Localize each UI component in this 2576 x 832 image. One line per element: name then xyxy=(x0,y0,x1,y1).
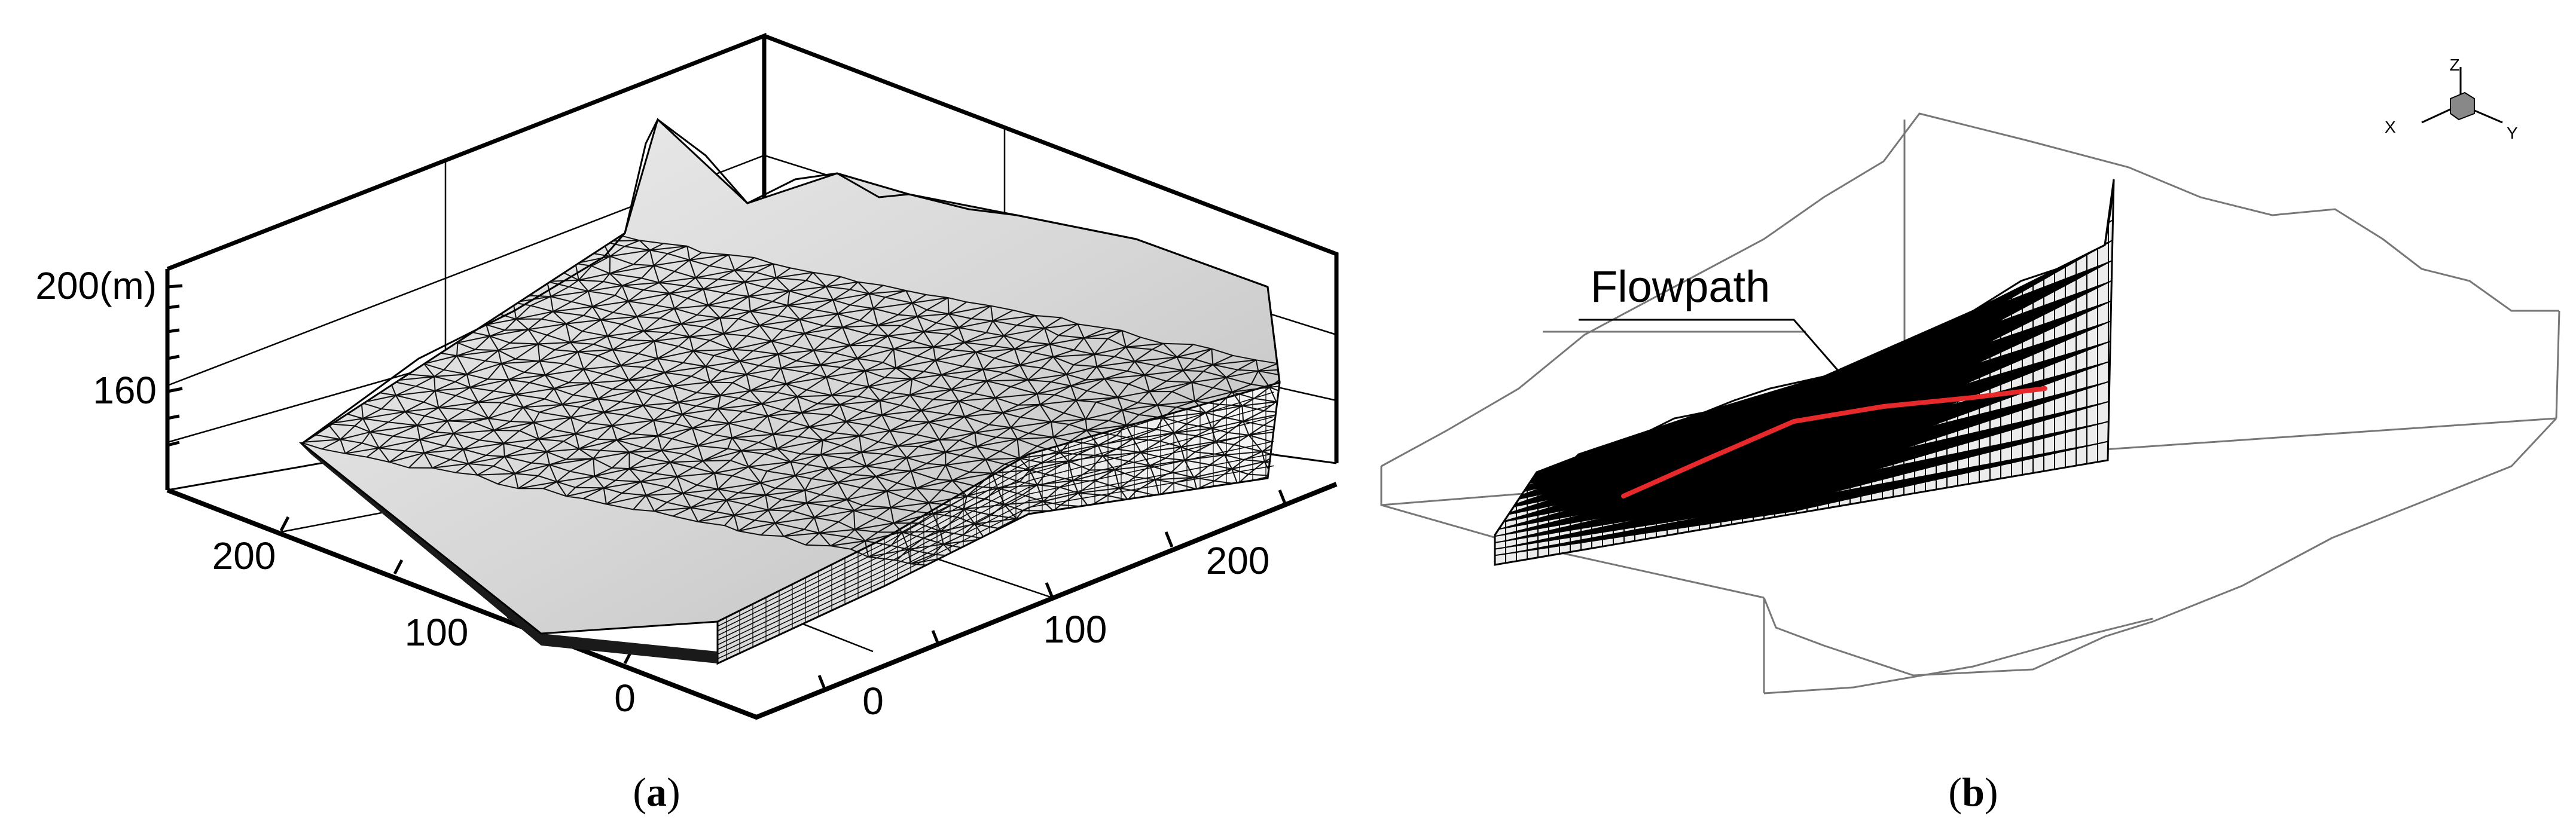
flowpath-leader-line xyxy=(1579,319,1855,389)
right-axis-tick-0: 0 xyxy=(862,680,884,723)
axis-triad-y-label: Y xyxy=(2507,124,2518,142)
flowpath-label: Flowpath xyxy=(1591,262,1770,311)
z-tick-200: 200(m) xyxy=(35,264,157,307)
axis-triad-x-label: X xyxy=(2385,118,2396,136)
axis-triad xyxy=(2421,67,2503,124)
terrain-ridge-outline xyxy=(301,118,1281,445)
panel-a-mesh-plot: 200(m) 160 200 100 0 0 100 200 (a) xyxy=(35,32,1339,815)
left-axis-tick-200: 200 xyxy=(212,534,276,577)
caption-b: (b) xyxy=(1948,769,1998,815)
flowpath-line xyxy=(1621,386,2047,498)
section-grid-lines xyxy=(1495,179,2114,565)
right-axis-tick-100: 100 xyxy=(1043,608,1107,651)
right-axis-tick-200: 200 xyxy=(1206,539,1270,582)
panel-b-flowpath-plot: Flowpath Z X Y (b) xyxy=(1380,56,2560,815)
caption-a: (a) xyxy=(633,769,680,815)
z-tick-160: 160 xyxy=(93,369,157,412)
left-axis-tick-0: 0 xyxy=(614,677,636,720)
flowpath-section-mesh xyxy=(1494,179,2115,566)
left-axis-tick-100: 100 xyxy=(405,611,469,654)
z-axis-ticks xyxy=(167,284,183,447)
axis-triad-z-label: Z xyxy=(2449,56,2459,74)
